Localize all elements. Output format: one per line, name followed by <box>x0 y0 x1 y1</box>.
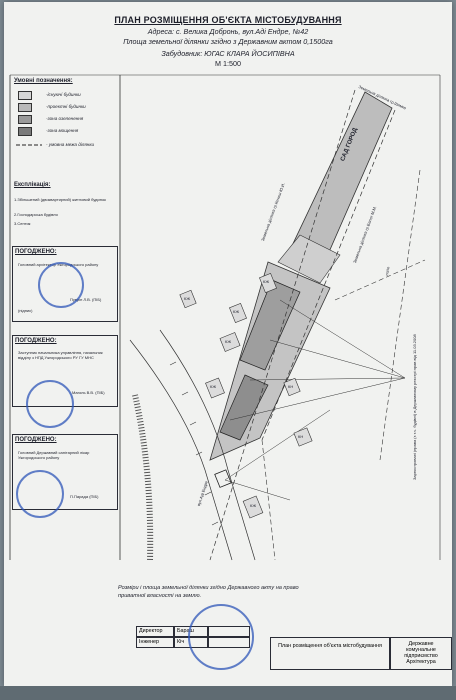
address-line: Адреса: с. Велика Добронь, вул.Аді Ендре… <box>147 27 309 36</box>
explication-item: 1.Збільшений (двоквартирний) житловий бу… <box>14 197 106 202</box>
document-title: ПЛАН РОЗМІЩЕННЯ ОБ'ЄКТА МІСТОБУДУВАННЯ <box>114 15 342 25</box>
approval-role: Заступник начальника управління, начальн… <box>18 350 103 360</box>
building-code: КН <box>288 384 294 389</box>
background-surface <box>0 686 456 700</box>
building-code: КЖ <box>225 339 232 344</box>
legend-swatch-project <box>18 103 32 112</box>
approval-box-architect <box>12 246 118 322</box>
title-block-sheet-title: План розміщення об'єкта містобудування <box>270 637 390 670</box>
legend-label: -зона мощення <box>46 128 79 133</box>
official-seal <box>188 604 254 670</box>
scale-label: М 1:500 <box>215 59 241 68</box>
building-code: КЖ <box>184 296 191 301</box>
explication-heading: Експлікація: <box>14 182 51 188</box>
explication-item: 3.Септик <box>14 221 31 226</box>
legend-swatch-existing <box>18 91 32 100</box>
approval-signature: Пуврін Л.В. (ПІБ) <box>70 297 102 302</box>
approval-box-sanitary <box>12 434 118 510</box>
building-code: КЖ <box>210 384 217 389</box>
title-block-organisation: Державне комунальне підприємство Архітек… <box>390 637 452 670</box>
approval-heading: ПОГОДЖЕНО: <box>15 437 57 443</box>
official-seal <box>26 380 74 428</box>
legend-label: -зона озеленення <box>46 116 84 121</box>
official-seal <box>38 262 84 308</box>
building-code: КЖ <box>233 309 240 314</box>
building-code: КН <box>298 434 304 439</box>
legend-label: -проектні будинки <box>46 104 86 109</box>
area-line: Площа земельної ділянки згідно з Державн… <box>123 37 333 46</box>
legend-label: - умовна межа ділянки <box>46 142 95 147</box>
official-seal <box>16 470 64 518</box>
approval-note: (підпис) <box>18 308 33 313</box>
legend-label: -існуючі будинки <box>46 92 81 97</box>
owner-line: Забудовник: ЮГАС КЛАРА ЙОСИПІВНА <box>161 49 295 58</box>
legend-swatch-paving <box>18 127 32 136</box>
approval-role: Головний Державний санітарний лікар Ужго… <box>18 450 90 460</box>
approval-heading: ПОГОДЖЕНО: <box>15 249 57 255</box>
legend-heading: Умовні позначення: <box>14 78 73 84</box>
footnote: Розміри і площа земельної ділянки згідно… <box>118 585 299 599</box>
title-block-label: Директор <box>136 626 174 637</box>
approval-heading: ПОГОДЖЕНО: <box>15 338 57 344</box>
approval-signature: Маголь В.В. (ПІБ) <box>72 390 105 395</box>
legend-swatch-green <box>18 115 32 124</box>
approval-signature: П.Парада (ПІБ) <box>70 494 99 499</box>
title-block-label: Інженер <box>136 637 174 648</box>
registration-note: Зареєстровані (права (з т.ч. будівлі) в … <box>412 334 417 480</box>
explication-item: 2.Господарська будівля <box>14 212 58 217</box>
building-code: КЖ <box>250 503 257 508</box>
building-code: КЖ <box>263 279 270 284</box>
